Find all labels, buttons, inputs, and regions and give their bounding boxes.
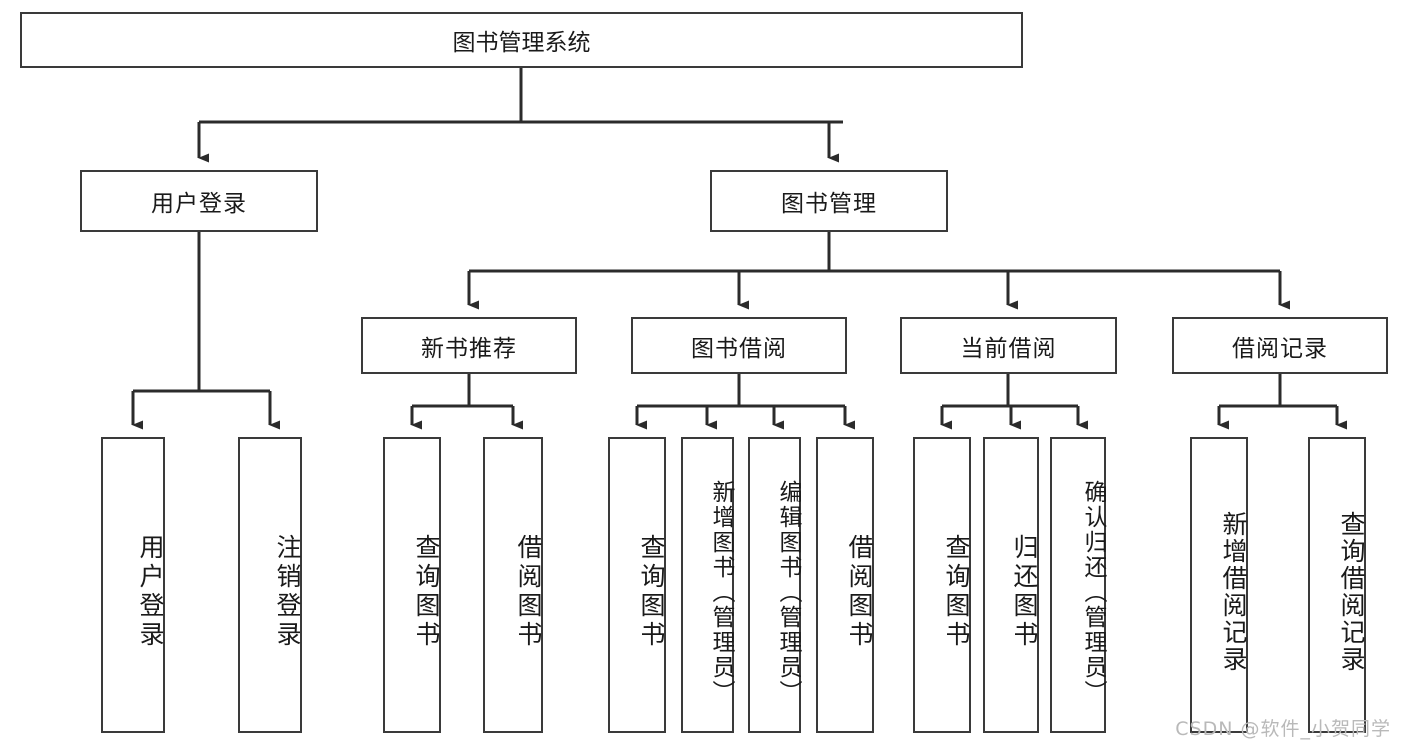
node-label: 编辑图书（管理员） (775, 479, 801, 705)
leaf-query-book-current[interactable]: 查询图书 (913, 437, 971, 733)
leaf-return-book[interactable]: 归还图书 (983, 437, 1039, 733)
node-label: 新增借阅记录 (1219, 511, 1248, 673)
node-current-borrow[interactable]: 当前借阅 (900, 317, 1117, 374)
node-root-book-management-system[interactable]: 图书管理系统 (20, 12, 1023, 68)
leaf-confirm-return-admin[interactable]: 确认归还（管理员） (1050, 437, 1106, 733)
node-label: 查询图书 (942, 534, 971, 650)
leaf-add-book-admin[interactable]: 新增图书（管理员） (681, 437, 734, 733)
node-new-book-recommend[interactable]: 新书推荐 (361, 317, 577, 374)
leaf-query-book-borrow[interactable]: 查询图书 (608, 437, 666, 733)
node-book-management[interactable]: 图书管理 (710, 170, 948, 232)
node-label: 查询图书 (412, 534, 441, 650)
node-borrow-record[interactable]: 借阅记录 (1172, 317, 1388, 374)
node-label: 新书推荐 (421, 335, 517, 362)
leaf-logout[interactable]: 注销登录 (238, 437, 302, 733)
node-label: 归还图书 (1010, 534, 1039, 650)
node-label: 借阅记录 (1232, 335, 1328, 362)
leaf-query-book-recommend[interactable]: 查询图书 (383, 437, 441, 733)
leaf-add-borrow-record[interactable]: 新增借阅记录 (1190, 437, 1248, 733)
node-label: 图书借阅 (691, 335, 787, 362)
leaf-user-login[interactable]: 用户登录 (101, 437, 165, 733)
node-label: 查询图书 (637, 534, 666, 650)
node-label: 用户登录 (151, 191, 247, 217)
node-label: 新增图书（管理员） (708, 479, 734, 705)
leaf-borrow-book-recommend[interactable]: 借阅图书 (483, 437, 543, 733)
leaf-borrow-book[interactable]: 借阅图书 (816, 437, 874, 733)
watermark: CSDN @软件_小贺同学 (1175, 718, 1391, 740)
leaf-edit-book-admin[interactable]: 编辑图书（管理员） (748, 437, 801, 733)
node-book-borrow[interactable]: 图书借阅 (631, 317, 847, 374)
node-label: 图书管理 (781, 191, 877, 217)
node-user-login[interactable]: 用户登录 (80, 170, 318, 232)
node-label: 用户登录 (136, 534, 165, 650)
node-label: 图书管理系统 (452, 30, 591, 56)
node-label: 借阅图书 (845, 534, 874, 650)
node-label: 注销登录 (273, 534, 302, 650)
leaf-query-borrow-record[interactable]: 查询借阅记录 (1308, 437, 1366, 733)
node-label: 借阅图书 (514, 534, 543, 650)
node-label: 确认归还（管理员） (1080, 479, 1106, 705)
node-label: 查询借阅记录 (1337, 511, 1366, 673)
node-label: 当前借阅 (960, 335, 1057, 362)
